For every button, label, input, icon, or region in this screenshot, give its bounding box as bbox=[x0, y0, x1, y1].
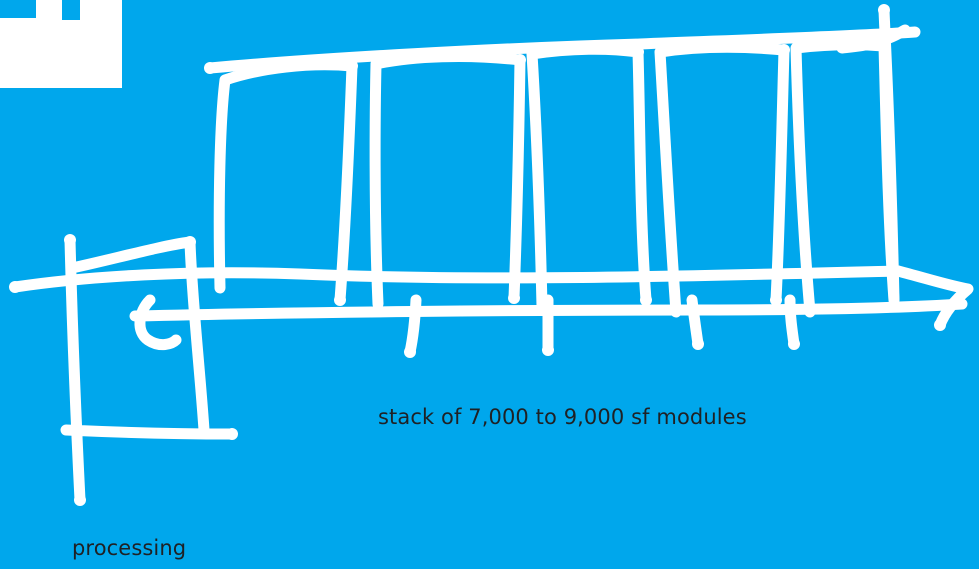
processing-caption: processing bbox=[72, 538, 186, 559]
sketch-joint-dot bbox=[640, 294, 652, 306]
sketch-joint-dot bbox=[184, 236, 196, 248]
sketch-joint-dot bbox=[878, 4, 890, 16]
sketch-joint-dot bbox=[204, 62, 216, 74]
logo-bar bbox=[0, 18, 26, 23]
sketch-joint-dot bbox=[934, 319, 946, 331]
modules-caption: stack of 7,000 to 9,000 sf modules bbox=[378, 407, 747, 428]
sketch-joint-dot bbox=[334, 294, 346, 306]
sketch-joint-dot bbox=[692, 338, 704, 350]
sketch-joint-dot bbox=[226, 428, 238, 440]
sketch-joint-dot bbox=[346, 60, 358, 72]
sketch-joint-dot bbox=[788, 338, 800, 350]
sketch-joint-dot bbox=[64, 234, 76, 246]
sketch-joint-dot bbox=[542, 344, 554, 356]
sketch-joint-dot bbox=[778, 44, 790, 56]
sketch-joint-dot bbox=[74, 494, 86, 506]
sketch-joint-dot bbox=[9, 281, 21, 293]
sketch-joint-dot bbox=[632, 46, 644, 58]
sketch-joint-dot bbox=[878, 40, 890, 52]
sketch-joint-dot bbox=[404, 346, 416, 358]
sketch-joint-dot bbox=[514, 54, 526, 66]
sketch-joint-dot bbox=[770, 294, 782, 306]
sketch-joint-dot bbox=[508, 292, 520, 304]
